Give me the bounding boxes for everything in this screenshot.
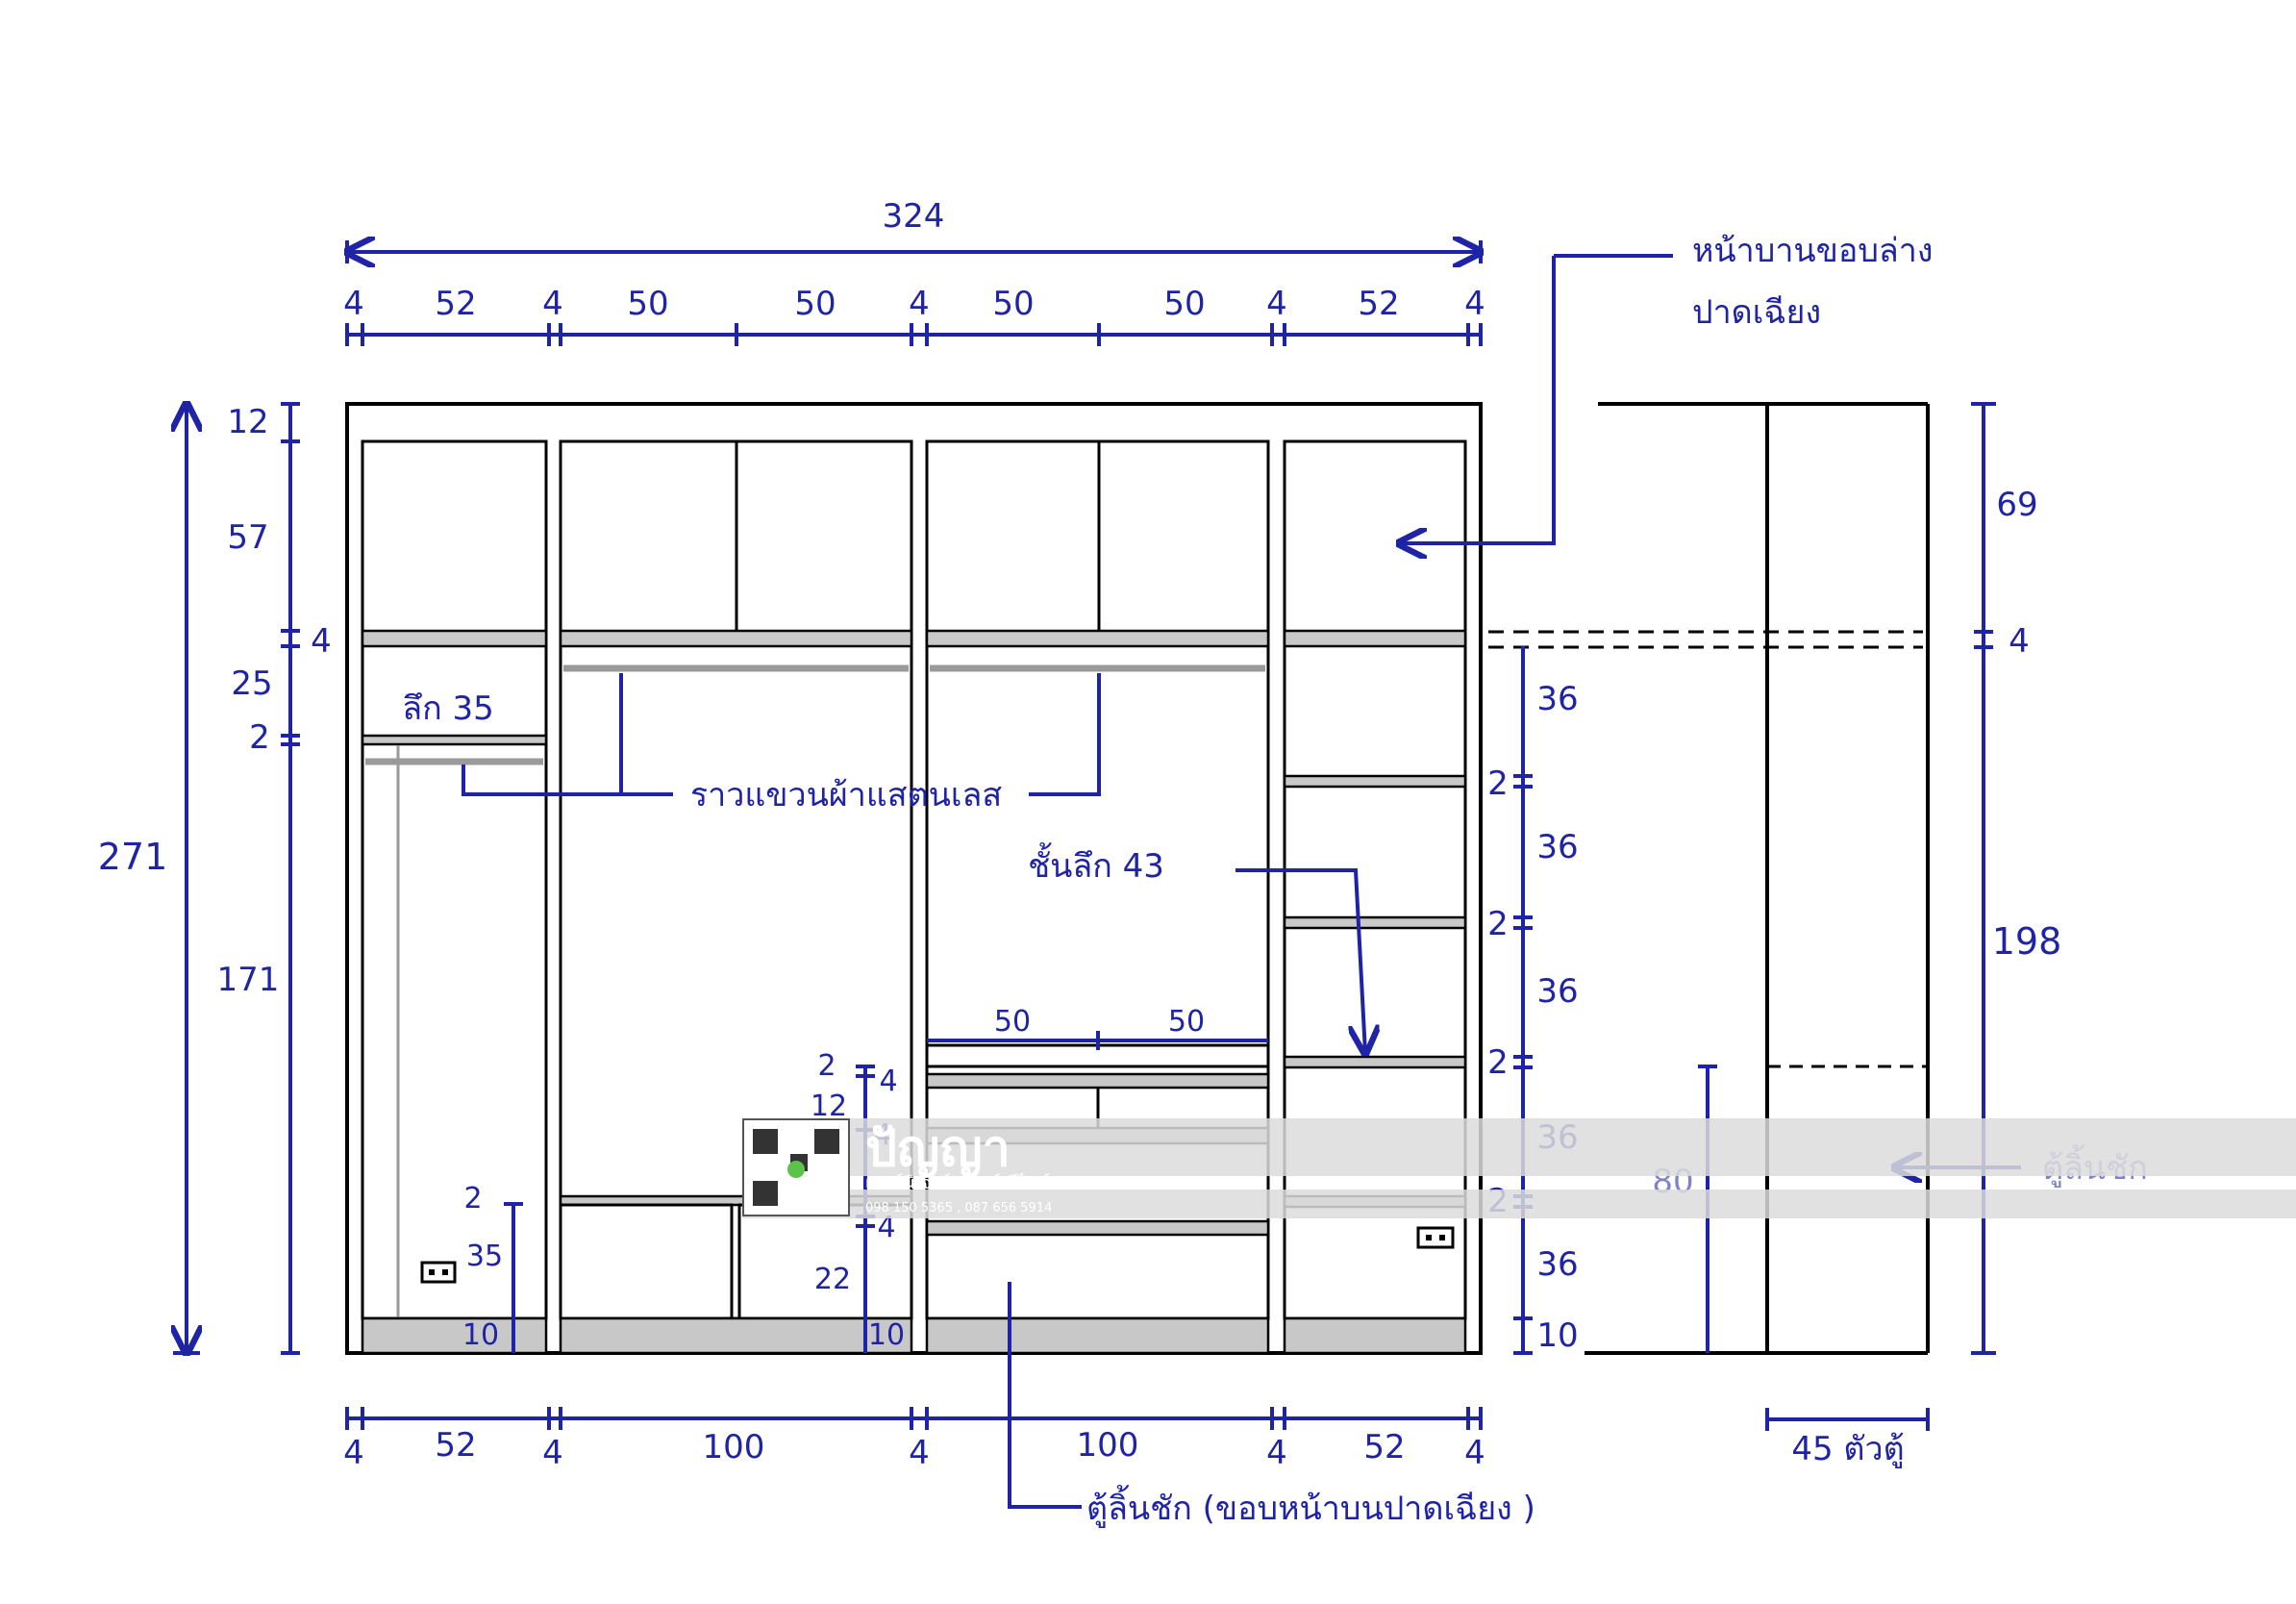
bottom-seg-7: 52 xyxy=(1363,1428,1405,1466)
total-width-label: 324 xyxy=(883,197,945,236)
mid-dim-4a: 4 xyxy=(879,1065,897,1098)
bay2-drawer-left xyxy=(559,1203,734,1320)
plinth-1 xyxy=(361,1316,548,1355)
side-view-dims: 69 4 198 80 45 ตัวตู้ ตู้ลิ้นชัก xyxy=(1652,402,2148,1468)
side-h69: 69 xyxy=(1996,486,2037,524)
shelf-depth-43-label: ชั้นลึก 43 xyxy=(1028,842,1164,886)
top-door-label-1: หน้าบานขอบล่าง xyxy=(1692,232,1933,270)
mid-dim-22: 22 xyxy=(814,1263,851,1296)
left-h-2: 4 xyxy=(311,622,332,661)
bay-4 xyxy=(1283,439,1467,1320)
top-seg-9: 52 xyxy=(1358,285,1399,323)
left-h-4: 2 xyxy=(249,718,270,757)
top-seg-7: 50 xyxy=(1163,285,1205,323)
top-seg-10: 4 xyxy=(1464,285,1485,323)
rb-2b: 2 xyxy=(1487,905,1509,943)
bottom-seg-5: 100 xyxy=(1077,1426,1139,1465)
shelf-top-1 xyxy=(361,629,548,648)
drawer-top-50a: 50 xyxy=(994,1005,1031,1039)
rb-36b: 36 xyxy=(1536,828,1578,866)
shelf-top-2 xyxy=(559,629,913,648)
plinth-3 xyxy=(925,1316,1270,1355)
rb-36a: 36 xyxy=(1536,680,1578,718)
watermark-band-lower xyxy=(742,1190,2296,1218)
watermark-band xyxy=(742,1118,2296,1176)
mid-dim-4c: 4 xyxy=(877,1211,895,1244)
bay1-dim-2: 2 xyxy=(463,1182,482,1216)
callouts: ลึก 35 ราวแขวนผ้าแสตนเลส ชั้นลึก 43 หน้า… xyxy=(402,232,1933,1528)
bay4-shelf-3 xyxy=(1283,1055,1467,1069)
mid-dim-12a: 12 xyxy=(811,1090,847,1123)
depth-35-label: ลึก 35 xyxy=(402,689,494,728)
right-bay-dims: 36 2 36 2 36 2 36 2 36 10 xyxy=(1487,646,1579,1355)
watermark: ปัญญา เฟอร์นิเจอร์ แอนด์ ดีไซน์ 098 150 … xyxy=(742,1118,2296,1218)
left-h-5: 171 xyxy=(217,961,280,999)
watermark-phone: 098 150 5365 , 087 656 5914 xyxy=(865,1201,1052,1216)
side-depth-label: 45 ตัวตู้ xyxy=(1791,1430,1904,1468)
dimensions-top: 324 4 52 4 50 50 4 50 50 4 52 4 xyxy=(343,197,1485,346)
shelf-top-3 xyxy=(925,629,1270,648)
rail-label: ราวแขวนผ้าแสตนเลส xyxy=(690,776,1002,815)
dimensions-left: 271 12 57 4 25 2 171 xyxy=(98,403,332,1353)
top-seg-6: 50 xyxy=(992,285,1034,323)
top-seg-3: 50 xyxy=(627,285,668,323)
bay3-drawer-row-2 xyxy=(925,1219,1270,1237)
top-seg-2: 4 xyxy=(542,285,563,323)
bottom-seg-3: 100 xyxy=(703,1428,765,1466)
bay4-shelf-2 xyxy=(1283,915,1467,930)
shelf-top-4 xyxy=(1283,629,1467,648)
top-seg-0: 4 xyxy=(343,285,364,323)
side-h4: 4 xyxy=(2009,622,2030,661)
bottom-seg-2: 4 xyxy=(542,1434,563,1472)
watermark-brand: ปัญญา xyxy=(865,1120,1011,1178)
bay1-dim-10: 10 xyxy=(462,1318,499,1352)
bottom-seg-4: 4 xyxy=(909,1434,930,1472)
rb-36e: 36 xyxy=(1536,1245,1578,1284)
bottom-seg-6: 4 xyxy=(1266,1434,1287,1472)
top-seg-4: 50 xyxy=(794,285,836,323)
plinth-4 xyxy=(1283,1316,1467,1355)
rb-2a: 2 xyxy=(1487,764,1509,803)
bottom-seg-0: 4 xyxy=(343,1434,364,1472)
mid-dim-10: 10 xyxy=(868,1318,905,1352)
bay4-shelf-1 xyxy=(1283,774,1467,789)
bay1-dims: 2 35 10 xyxy=(462,1182,523,1353)
left-h-0: 12 xyxy=(227,403,268,441)
bay3-drawer-top xyxy=(925,1072,1270,1090)
outer-frame xyxy=(345,402,1483,1355)
dimensions-bottom: 4 52 4 100 4 100 4 52 4 xyxy=(343,1407,1485,1472)
plinth-2 xyxy=(559,1316,913,1355)
top-seg-5: 4 xyxy=(909,285,930,323)
power-outlet-icon xyxy=(1416,1226,1455,1249)
bottom-seg-8: 4 xyxy=(1464,1434,1485,1472)
rb-10: 10 xyxy=(1536,1316,1578,1355)
top-seg-8: 4 xyxy=(1266,285,1287,323)
bay1-shelf xyxy=(361,734,548,746)
drawer-top-50b: 50 xyxy=(1168,1005,1205,1039)
rb-2c: 2 xyxy=(1487,1043,1509,1082)
left-h-3: 25 xyxy=(231,664,272,703)
side-h198: 198 xyxy=(1992,920,2062,963)
bay1-dim-35: 35 xyxy=(466,1240,503,1273)
rb-36c: 36 xyxy=(1536,972,1578,1011)
watermark-subtitle: เฟอร์นิเจอร์ แอนด์ ดีไซน์ xyxy=(865,1172,1050,1193)
top-seg-1: 52 xyxy=(435,285,476,323)
power-outlet-icon xyxy=(420,1261,457,1284)
bottom-seg-1: 52 xyxy=(435,1426,476,1465)
bay-1 xyxy=(361,439,548,1320)
total-height-label: 271 xyxy=(98,836,168,878)
mid-dim-2: 2 xyxy=(817,1049,836,1083)
left-h-1: 57 xyxy=(227,518,268,557)
top-door-label-2: ปาดเฉียง xyxy=(1692,293,1821,332)
drawer-label: ตู้ลิ้นชัก (ขอบหน้าบนปาดเฉียง ) xyxy=(1086,1485,1535,1528)
line-icon xyxy=(787,1161,805,1178)
